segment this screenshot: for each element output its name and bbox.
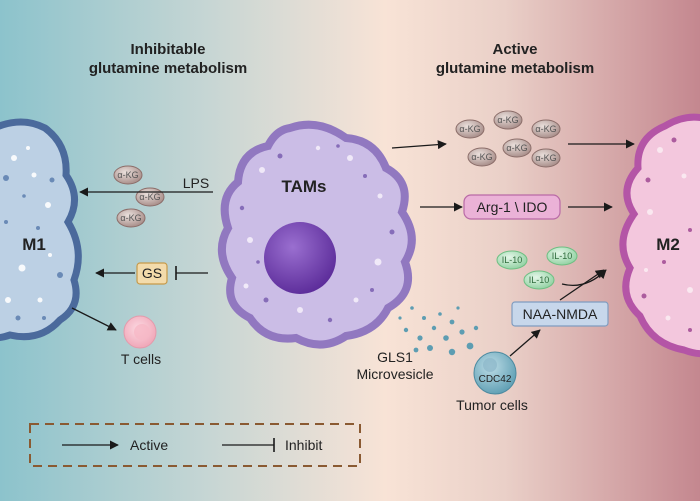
gls1-label-line1: GLS1	[377, 349, 413, 365]
akg-molecule: α-KG	[135, 187, 165, 207]
tam-to-akg-arrow	[391, 140, 447, 150]
svg-text:IL-10: IL-10	[502, 255, 523, 265]
svg-text:α-KG: α-KG	[139, 192, 160, 202]
akg-molecule: α-KG	[116, 208, 146, 228]
arg1-ido-label: Arg-1 \ IDO	[477, 199, 548, 215]
svg-text:α-KG: α-KG	[120, 213, 141, 223]
cdc42-label: CDC42	[479, 374, 512, 385]
akg-molecule: α-KG	[493, 110, 523, 130]
right-title-line2: glutamine metabolism	[436, 60, 594, 77]
m2-label: M2	[656, 235, 680, 254]
left-title-line1: Inhibitable	[131, 41, 206, 58]
svg-text:α-KG: α-KG	[459, 124, 480, 134]
il10-molecule: IL-10	[496, 250, 528, 270]
gls1-label-line2: Microvesicle	[356, 366, 433, 382]
legend-inhibit-label: Inhibit	[285, 437, 322, 453]
svg-text:α-KG: α-KG	[506, 143, 527, 153]
left-title-line2: glutamine metabolism	[89, 60, 247, 77]
akg-molecule: α-KG	[502, 138, 532, 158]
tumor-to-naa-arrow	[509, 329, 541, 357]
t-cell	[123, 315, 157, 349]
gs-box	[136, 262, 168, 285]
svg-text:α-KG: α-KG	[497, 115, 518, 125]
svg-text:IL-10: IL-10	[552, 251, 573, 261]
tam-nucleus	[264, 222, 336, 294]
svg-text:α-KG: α-KG	[471, 152, 492, 162]
svg-text:α-KG: α-KG	[117, 170, 138, 180]
arg1-ido-box	[463, 194, 561, 220]
akg-molecule: α-KG	[113, 165, 143, 185]
m1-cell	[0, 118, 82, 342]
svg-text:IL-10: IL-10	[529, 275, 550, 285]
m1-to-tcells-arrow	[71, 307, 117, 331]
akg-molecule: α-KG	[531, 119, 561, 139]
legend-active-label: Active	[130, 437, 168, 453]
m1-label: M1	[22, 235, 46, 254]
svg-text:α-KG: α-KG	[535, 124, 556, 134]
akg-molecule: α-KG	[467, 147, 497, 167]
tumor-cell	[473, 351, 517, 395]
m2-cell	[619, 113, 700, 358]
naa-nmda-label: NAA-NMDA	[523, 306, 598, 322]
t-cells-label: T cells	[121, 351, 161, 367]
il10-molecule: IL-10	[546, 246, 578, 266]
akg-molecule: α-KG	[455, 119, 485, 139]
legend-box	[29, 423, 361, 467]
tam-cell	[218, 120, 416, 349]
right-title-line1: Active	[492, 41, 537, 58]
gs-label: GS	[142, 265, 162, 281]
akg-molecule: α-KG	[531, 148, 561, 168]
tumor-cells-label: Tumor cells	[456, 397, 528, 413]
svg-text:α-KG: α-KG	[535, 153, 556, 163]
lps-label: LPS	[183, 175, 209, 191]
naa-to-m2-arrow	[559, 269, 605, 301]
gls1-microvesicles	[398, 306, 479, 356]
il10-molecule: IL-10	[523, 270, 555, 290]
naa-nmda-box	[511, 301, 609, 327]
tams-label: TAMs	[281, 177, 326, 196]
